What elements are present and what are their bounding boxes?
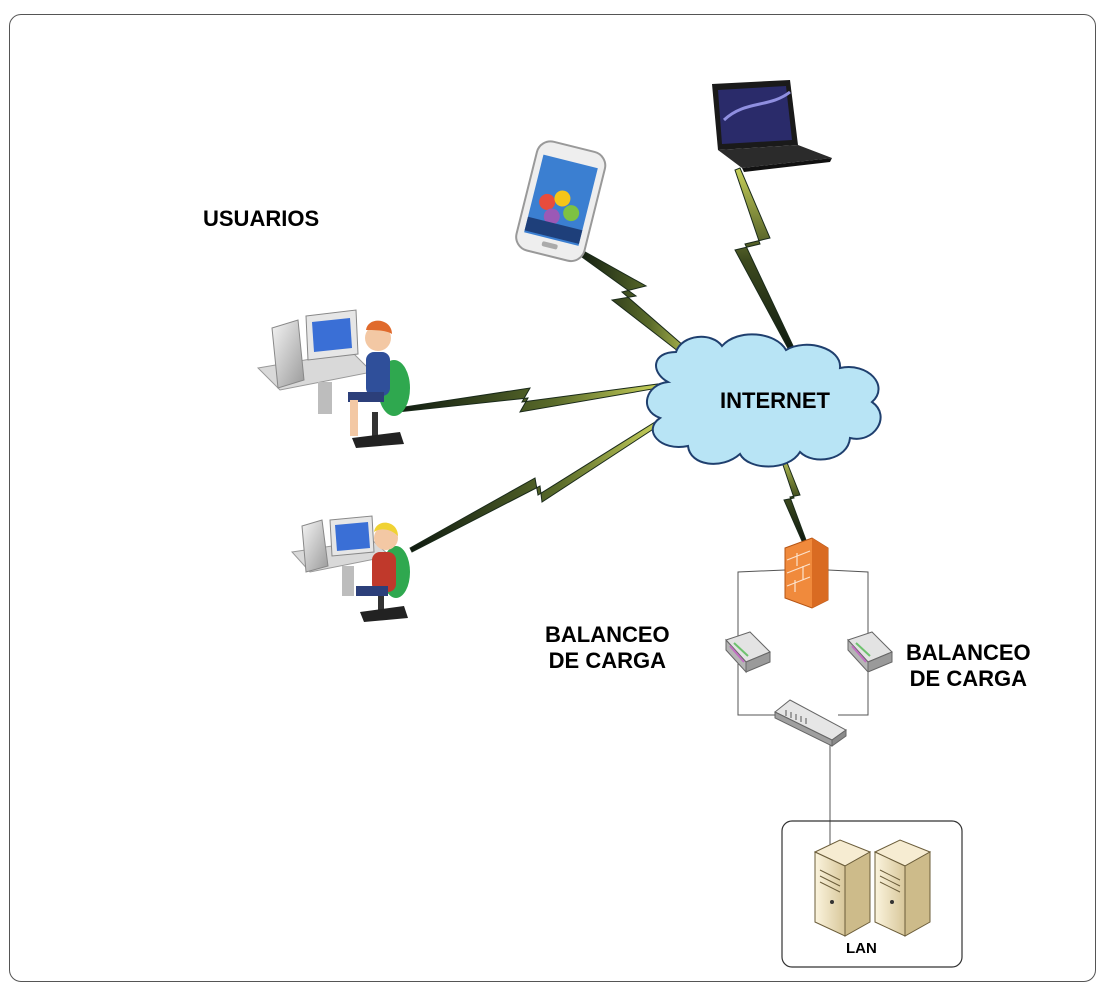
- user-workstation-icon: [256, 309, 410, 448]
- switch-icon: [774, 699, 847, 747]
- link-user2-internet: [409, 421, 659, 553]
- internet-label: INTERNET: [720, 388, 830, 413]
- lan-group-box: [781, 820, 963, 968]
- load-balancer-right-label-line2: DE CARGA: [909, 666, 1027, 692]
- cloud-icon: [646, 333, 882, 468]
- load-balancer-right-label-line1: BALANCEO: [906, 640, 1031, 665]
- server-icon: [813, 839, 872, 937]
- users-label: USUARIOS: [203, 206, 320, 231]
- firewall-icon: [784, 537, 829, 609]
- lan-label: LAN: [846, 940, 877, 957]
- smartphone-icon: [515, 140, 607, 263]
- load-balancer-right-label: BALANCEO DE CARGA: [906, 640, 1031, 693]
- load-balancer-left-label: BALANCEO DE CARGA: [545, 622, 670, 675]
- link-laptop-internet: [734, 167, 796, 353]
- load-balancer-left-label-line2: DE CARGA: [548, 648, 666, 674]
- user-workstation-icon: [291, 515, 410, 622]
- load-balancer-left-label-line1: BALANCEO: [545, 622, 670, 647]
- load-balancer-icon: [725, 631, 771, 674]
- load-balancer-icon: [847, 631, 893, 674]
- link-user1-internet: [397, 383, 659, 413]
- server-icon: [873, 839, 932, 937]
- link-internet-firewall: [779, 454, 807, 542]
- laptop-icon: [712, 80, 832, 172]
